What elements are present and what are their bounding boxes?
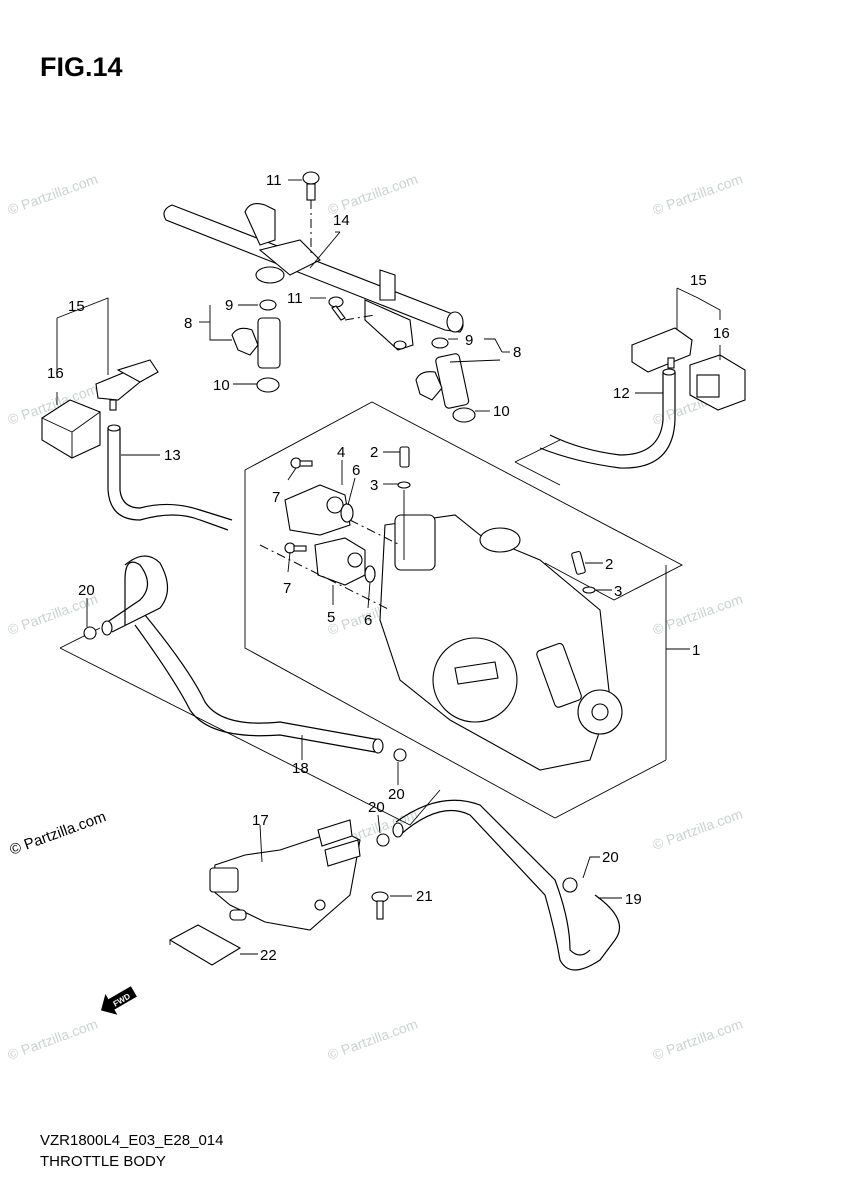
solenoid-valve-17 — [209, 819, 361, 931]
watermark: © Partzilla.com — [651, 171, 745, 218]
watermark-dark: © Partzilla.com — [8, 808, 109, 859]
callout-2: 2 — [370, 444, 378, 461]
sensor-right — [631, 327, 746, 411]
callout-8: 8 — [513, 344, 521, 361]
watermark: © Partzilla.com — [651, 806, 745, 853]
callout-labels: 1 2 2 3 3 4 5 6 6 7 7 8 8 9 9 10 10 11 1… — [47, 172, 730, 964]
screw-11-top — [302, 171, 320, 255]
callout-8: 8 — [184, 315, 192, 332]
callout-19: 19 — [625, 891, 642, 908]
callout-10: 10 — [493, 403, 510, 420]
callout-20: 20 — [388, 786, 405, 803]
leader-lines — [56, 179, 721, 955]
callout-9: 9 — [225, 297, 233, 314]
injector-left — [231, 299, 281, 393]
callout-18: 18 — [292, 760, 309, 777]
bolt-7-upper — [290, 457, 313, 469]
fuel-rail — [163, 203, 464, 351]
callout-1: 1 — [692, 642, 700, 659]
figure-title: FIG.14 — [40, 52, 123, 82]
watermark: © Partzilla.com — [6, 171, 100, 218]
callout-20: 20 — [368, 799, 385, 816]
callout-15: 15 — [690, 272, 707, 289]
screw-2-upper — [397, 446, 411, 560]
callout-21: 21 — [416, 888, 433, 905]
fwd-arrow-icon: FWD — [101, 986, 137, 1015]
callout-15: 15 — [68, 298, 85, 315]
callout-16: 16 — [713, 325, 730, 342]
callout-5: 5 — [327, 609, 335, 626]
callout-9: 9 — [465, 332, 473, 349]
callout-3: 3 — [370, 477, 378, 494]
watermark: © Partzilla.com — [326, 171, 420, 218]
screw-11-mid — [328, 296, 376, 321]
callout-20: 20 — [602, 849, 619, 866]
watermark: © Partzilla.com — [651, 591, 745, 638]
section-name: THROTTLE BODY — [40, 1153, 166, 1170]
callout-3: 3 — [614, 583, 622, 600]
watermark: © Partzilla.com — [326, 1016, 420, 1063]
sensor-left — [41, 359, 159, 459]
callout-14: 14 — [333, 212, 350, 229]
screw-2-lower — [571, 550, 596, 594]
callout-16: 16 — [47, 365, 64, 382]
injector-right — [415, 337, 476, 423]
callout-11: 11 — [287, 290, 303, 307]
watermark: © Partzilla.com — [6, 1016, 100, 1063]
callout-20: 20 — [78, 582, 95, 599]
callout-13: 13 — [164, 447, 181, 464]
callout-17: 17 — [252, 812, 269, 829]
hose-19 — [392, 799, 620, 971]
pad-22 — [168, 924, 242, 966]
bolt-7-lower — [284, 542, 307, 554]
hose-18 — [101, 555, 384, 754]
callout-2: 2 — [605, 556, 613, 573]
callout-7: 7 — [272, 489, 280, 506]
callout-11: 11 — [266, 172, 282, 189]
clamps-20 — [83, 626, 578, 893]
hose-12 — [539, 368, 676, 469]
screw-21 — [371, 891, 389, 920]
watermark: © Partzilla.com — [651, 1016, 745, 1063]
callout-22: 22 — [260, 947, 277, 964]
callout-7: 7 — [283, 580, 291, 597]
hose-13 — [107, 424, 233, 531]
callout-4: 4 — [337, 444, 345, 461]
diagram-code: VZR1800L4_E03_E28_014 — [40, 1132, 224, 1149]
callout-6: 6 — [364, 612, 372, 629]
throttle-body — [379, 514, 623, 771]
callout-10: 10 — [213, 377, 230, 394]
callout-12: 12 — [613, 385, 630, 402]
callout-6: 6 — [352, 462, 360, 479]
